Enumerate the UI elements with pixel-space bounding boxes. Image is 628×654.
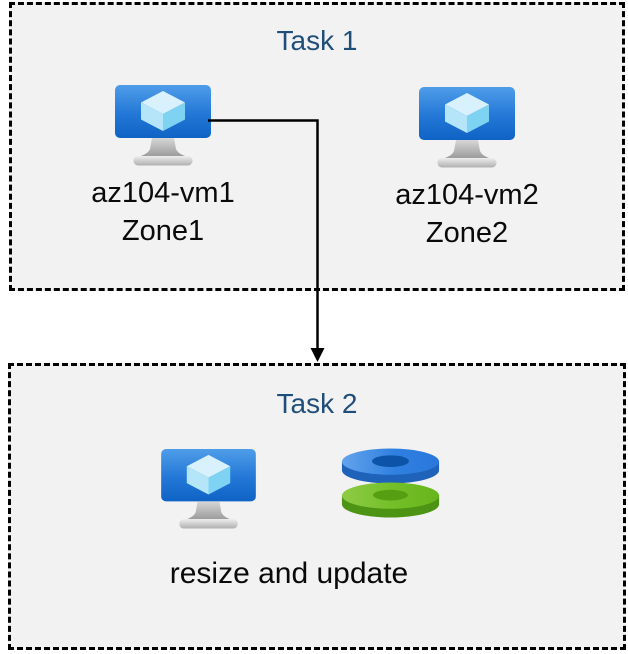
vm-group-az104-vm2: az104-vm2 Zone2 (367, 87, 567, 252)
vm-group-az104-vm1: az104-vm1 Zone1 (63, 85, 263, 250)
task1-title: Task 1 (276, 25, 358, 56)
task2-box: Task 2 resize and update (8, 363, 626, 650)
virtual-machine-icon (115, 85, 211, 167)
task1-box: Task 1 az104-vm1 Zone1 az104-vm2 Zone2 (9, 2, 625, 291)
vm-zone-label: Zone1 (121, 215, 205, 247)
managed-disks-icon (340, 447, 441, 519)
virtual-machine-icon (161, 449, 256, 530)
vm-name-label: az104-vm1 (91, 177, 235, 209)
vm-zone-label: Zone2 (425, 217, 509, 249)
vm-name-label: az104-vm2 (395, 179, 539, 211)
task2-caption: resize and update (169, 557, 409, 590)
virtual-machine-icon (419, 87, 515, 169)
task2-title: Task 2 (276, 388, 358, 419)
